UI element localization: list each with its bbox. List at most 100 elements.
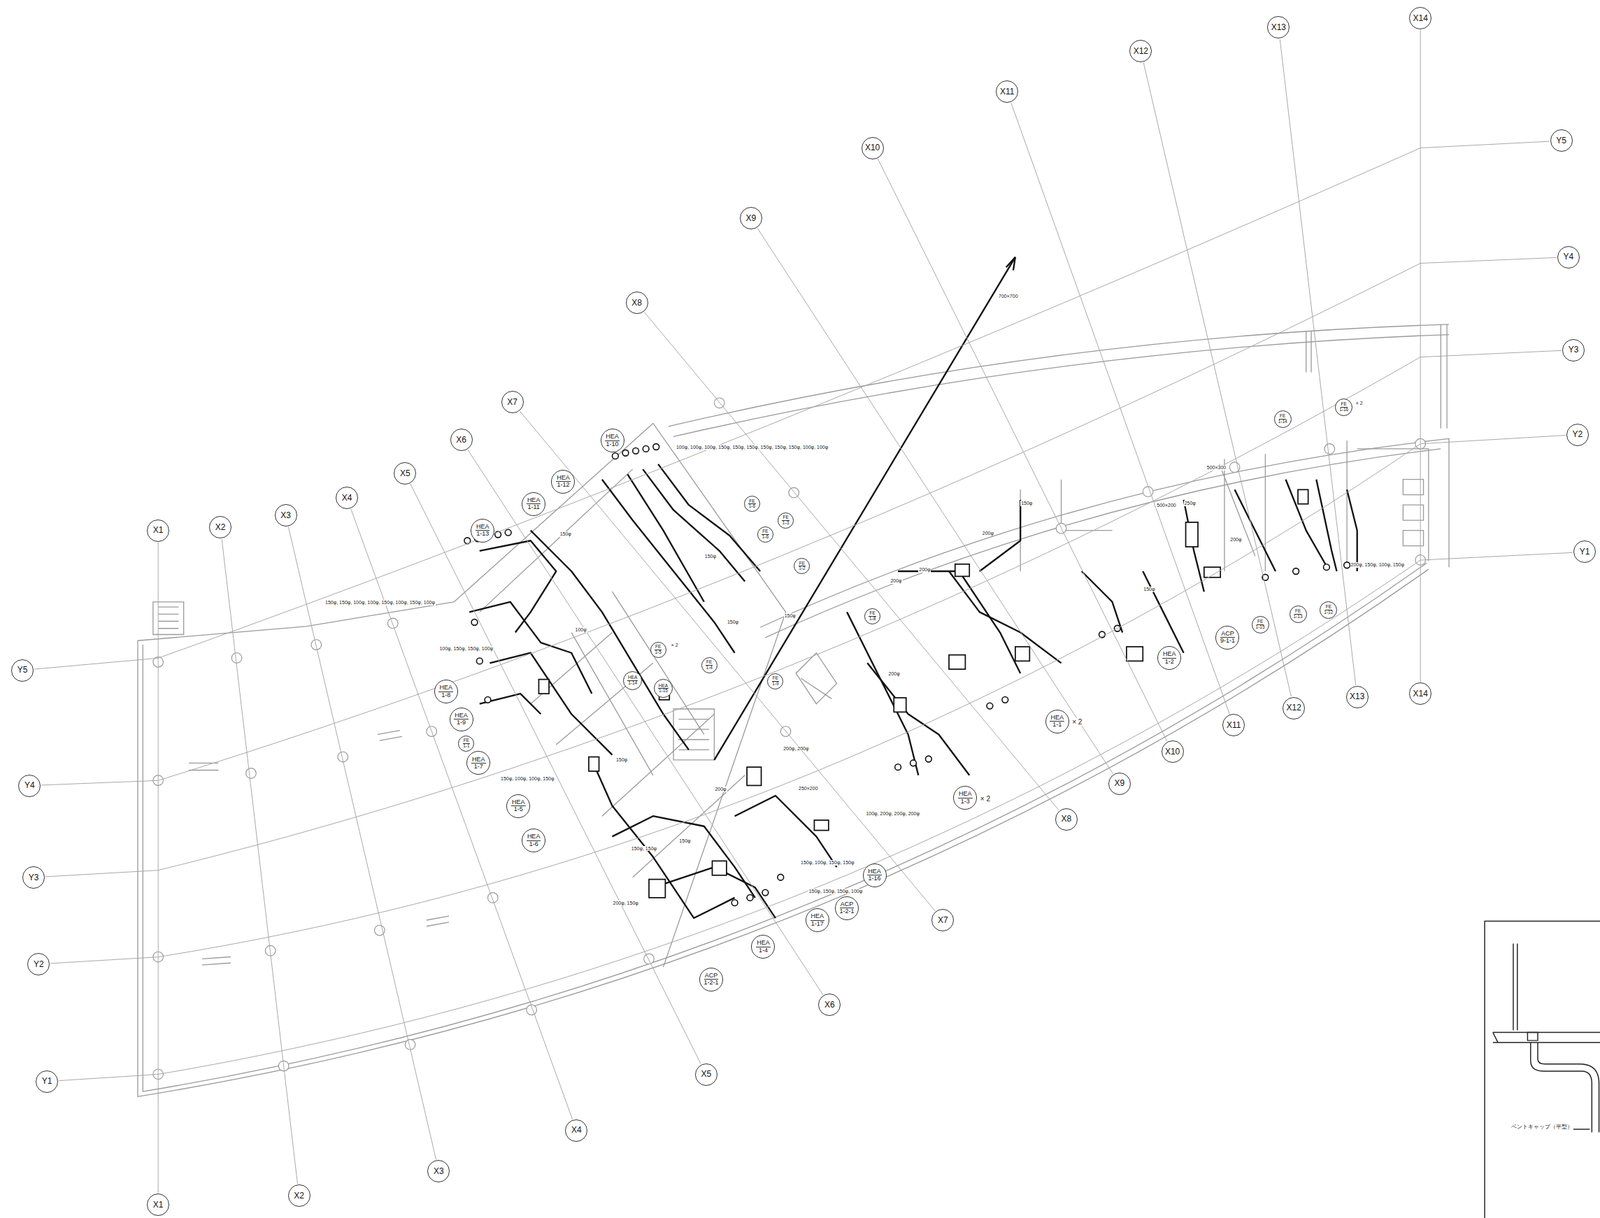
equipment-units [746,767,761,786]
grid-line [410,483,701,1064]
callout-code: HEA [511,799,526,807]
duct-runs [612,816,756,898]
fan-callout: FE1-1 [458,735,475,752]
column-markers [153,397,1426,1080]
dimension-label: 200φ [1229,537,1242,543]
fan-callout: FE1-14 [1274,410,1292,428]
callout-code: FE [798,561,806,568]
column-markers [246,768,257,780]
grid-line [58,552,1573,1081]
grid-bubble: X11 [995,80,1019,103]
callout-text: HEA1-15 [658,683,669,695]
equipment-units [538,679,549,694]
callout-number: 1-9 [772,681,779,687]
callout-code: HEA [810,913,826,921]
callout-code: ACP [704,972,719,980]
vent-openings [642,446,649,453]
callout-text: FE1-9 [772,676,780,687]
callout-code: HEA [604,433,620,441]
grid-line [519,411,935,912]
equipment-callout: HEA1-13 [470,518,495,543]
equipment-units [648,879,666,898]
dimension-label: 150φ, 150φ [630,846,658,852]
callout-code: HEA [526,833,542,841]
equipment-units [955,564,970,577]
dimension-label: 150φ [704,553,717,560]
vent-cap-detail [1484,920,1600,1218]
callout-text: Y2 [33,960,45,970]
building-walls [673,709,714,761]
callout-code: FE [772,676,780,682]
dimension-label: 200φ [713,786,727,793]
callout-code: X10 [1165,747,1180,757]
dimension-label: 500×200 [1155,502,1177,509]
callout-code: FE [761,529,769,535]
callout-code: X14 [1412,13,1428,24]
vent-openings [612,453,619,460]
callout-number: 1-2 [1165,658,1175,666]
callout-text: FE1-6 [761,529,769,540]
equipment-callout: HEA1-5 [506,794,531,819]
grid-bubble: X3 [274,504,298,527]
duct-runs [1081,571,1123,633]
dimension-label: 100φ [574,627,588,633]
grid-line [41,257,1557,786]
grid-line [221,539,298,1184]
grid-bubble: X14 [1409,682,1432,705]
callout-text: Y2 [1572,430,1584,440]
callout-text: FE1-1 [462,738,470,749]
callout-text: Y3 [28,873,40,883]
grid-line [1279,39,1356,685]
duct-runs [713,257,1015,761]
callout-text: FE1-4 [705,660,713,671]
grid-bubble: Y4 [18,774,41,798]
grid-bubble: X5 [393,462,417,485]
callout-text: HEA1-16 [867,868,882,883]
callout-text: Y4 [24,781,35,791]
building-walls [673,334,1449,438]
callout-code: Y2 [33,960,45,970]
dimension-label: 150φ [726,619,740,626]
fan-callout: HEA1-14 [623,671,642,691]
callout-text: X12 [1133,46,1149,56]
callout-text: X3 [433,1167,445,1177]
vent-openings [1293,568,1300,575]
callout-code: HEA [867,868,882,876]
callout-text: HEA1-10 [604,433,620,448]
grid-bubble: X1 [146,1193,170,1217]
callout-number: 1-1 [462,744,470,749]
grid-bubble: Y1 [1573,540,1596,563]
callout-number: 1-1 [1052,721,1062,728]
dimension-label: 150φ [783,613,797,619]
grid-bubble: X13 [1267,16,1290,39]
callout-text: FE1-3 [781,515,789,526]
callout-text: X4 [341,493,353,503]
callout-text: X13 [1349,692,1365,702]
callout-text: FE1-6 [748,499,756,510]
callout-code: ACP [839,901,855,909]
callout-code: ACP [1220,630,1235,638]
dimension-label: 250φ [1183,500,1197,507]
callout-code: X9 [746,213,757,224]
callout-text: X9 [746,213,757,224]
grid-bubble: Y5 [11,659,34,682]
quantity-note: × 2 [1071,718,1083,726]
callout-text: X10 [1165,747,1180,757]
vent-cap-detail [1537,1042,1600,1133]
equipment-units [813,820,828,831]
dimension-label: 100φ, 200φ, 200φ, 200φ [865,811,921,817]
callout-code: X1 [153,1200,164,1210]
fan-callout: FE1-15 [1251,616,1270,634]
callout-code: Y2 [1572,430,1584,440]
dimension-label: 500×300 [1206,465,1227,471]
duct-runs [1316,479,1337,572]
callout-number: 1-7 [474,763,484,770]
callout-number: 9-1-1 [1220,637,1235,645]
callout-code: X2 [293,1191,305,1201]
callout-text: X11 [1226,720,1241,731]
callout-number: 1-13 [1293,614,1303,620]
dimension-label: 200φ [887,671,900,677]
building-walls [479,469,745,878]
equipment-units [588,757,600,772]
